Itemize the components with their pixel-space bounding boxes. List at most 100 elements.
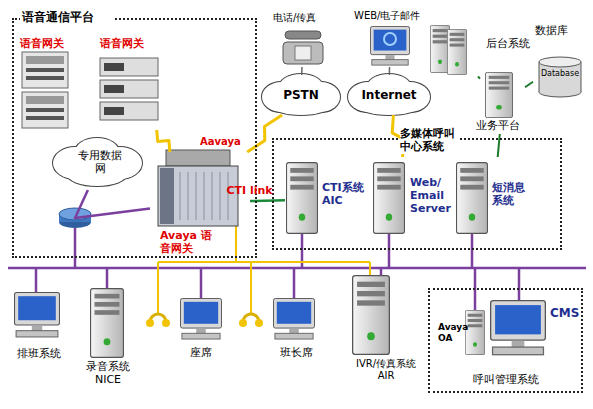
bus-drop: [74, 226, 77, 268]
computer-icon: [491, 301, 546, 355]
group-box: 呼叫管理系统 Avaya OA CMS: [428, 288, 583, 393]
component-node: 语音网关: [94, 38, 164, 130]
server-icon: [353, 276, 390, 355]
gateway-unit: [100, 80, 158, 98]
gateway-unit: [100, 102, 158, 120]
headset-ear: [255, 319, 263, 327]
bus-drop: [293, 268, 296, 298]
node-label: CMS: [550, 306, 580, 320]
database-top: [539, 57, 581, 67]
gateway-unit: [100, 58, 158, 76]
gateway-slot: [26, 108, 64, 112]
computer-icon: [180, 298, 221, 339]
gateway-slot: [26, 68, 64, 72]
bus-drop: [200, 268, 203, 298]
pbx-cabinet: [158, 166, 238, 226]
component-node: 业务平台: [480, 72, 525, 134]
component-node: Avaya OA: [438, 302, 486, 372]
component-node: 短消息系统: [454, 157, 534, 242]
node-label: 数据库: [535, 25, 585, 38]
headset-ear: [239, 319, 247, 327]
voice-wire: [157, 262, 159, 314]
pbx-top-unit: [166, 150, 230, 166]
server-icon: [447, 29, 466, 74]
node-label: 呼叫管理系统: [428, 374, 583, 387]
bus-drop: [380, 268, 383, 275]
component-node: 后台系统: [428, 22, 478, 77]
component-node: 班长席: [265, 295, 327, 360]
pbx-slot: [188, 172, 189, 220]
component-node: CMS: [490, 298, 578, 368]
node-label: 多媒体呼叫中心系统: [400, 128, 460, 154]
component-node: 录音系统 NICE: [78, 285, 138, 385]
component-node: 排班系统: [8, 288, 70, 363]
voice-wire: [369, 262, 371, 275]
lightning-link: [157, 130, 170, 152]
voice-wire: [250, 262, 252, 314]
pbx-slot: [204, 172, 205, 220]
server-icon: [457, 163, 488, 234]
node-label: CTI系统 AIC: [322, 182, 370, 208]
component-node: IVR/传真系统 AIR: [348, 272, 424, 387]
node-label: Avaya 语音网关: [160, 230, 220, 256]
pbx-panel: [160, 168, 174, 224]
computer-icon: [370, 26, 409, 65]
pbx-slot: [180, 172, 181, 220]
server-icon: [430, 25, 449, 72]
node-label: 语音通信平台: [20, 10, 114, 24]
headset-ear: [162, 319, 170, 327]
node-label: Internet: [348, 88, 430, 102]
bus-drop: [35, 268, 38, 292]
node-label: PSTN: [262, 88, 340, 102]
server-icon: [287, 163, 318, 234]
gateway-panel: [26, 96, 64, 104]
pbx-slots: [180, 172, 228, 220]
component-node: 电话/传真: [268, 12, 338, 67]
bus-drop: [518, 268, 521, 300]
component-node: WEB/电子邮件: [350, 10, 430, 67]
connector-line: [301, 67, 303, 75]
computer-icon: [273, 298, 314, 339]
gateway-port: [104, 85, 124, 93]
component-node: Web/ Email Server: [372, 157, 452, 242]
connector-line: [525, 82, 533, 88]
browser-logo: [384, 33, 396, 45]
node-label: Web/ Email Server: [410, 177, 452, 216]
database-side: [539, 62, 540, 92]
component-node: 语音网关: [20, 38, 75, 134]
node-label: 专用数据网: [77, 150, 123, 176]
connector-line: [389, 67, 391, 75]
component-node: 数据库 Database: [533, 25, 588, 100]
server-icon: [91, 289, 124, 358]
node-label: 语音网关: [20, 38, 75, 51]
node-label: 电话/传真: [273, 12, 338, 24]
phone-body: [283, 42, 323, 64]
node-label: 短消息系统: [492, 182, 528, 208]
node-label: 座席: [172, 347, 230, 360]
headset-ear: [146, 319, 154, 327]
gateway-slot: [26, 76, 64, 80]
component-node: Internet: [348, 75, 430, 115]
phone-handset: [285, 31, 321, 39]
bus-drop: [388, 234, 391, 268]
pbx-slot: [196, 172, 197, 220]
node-label: IVR/传真系统 AIR: [348, 358, 424, 382]
node-label: 班长席: [265, 347, 327, 360]
lightning-link: [247, 115, 282, 152]
pbx-slot: [220, 172, 221, 220]
bus-drop: [471, 234, 474, 268]
phone-keypad: [295, 46, 311, 60]
node-label: WEB/电子邮件: [354, 10, 434, 22]
server-icon: [465, 310, 484, 354]
component-node: PSTN: [262, 75, 340, 115]
node-label: 录音系统 NICE: [78, 361, 138, 387]
voice-wire: [158, 261, 370, 263]
node-label: Database: [539, 69, 581, 78]
server-icon: [485, 72, 512, 117]
component-node: CTI系统 AIC: [285, 157, 360, 242]
server-icon: [374, 163, 405, 234]
gateway-slot: [26, 116, 64, 120]
connector-line: [478, 77, 480, 79]
node-label: 排班系统: [8, 348, 70, 361]
